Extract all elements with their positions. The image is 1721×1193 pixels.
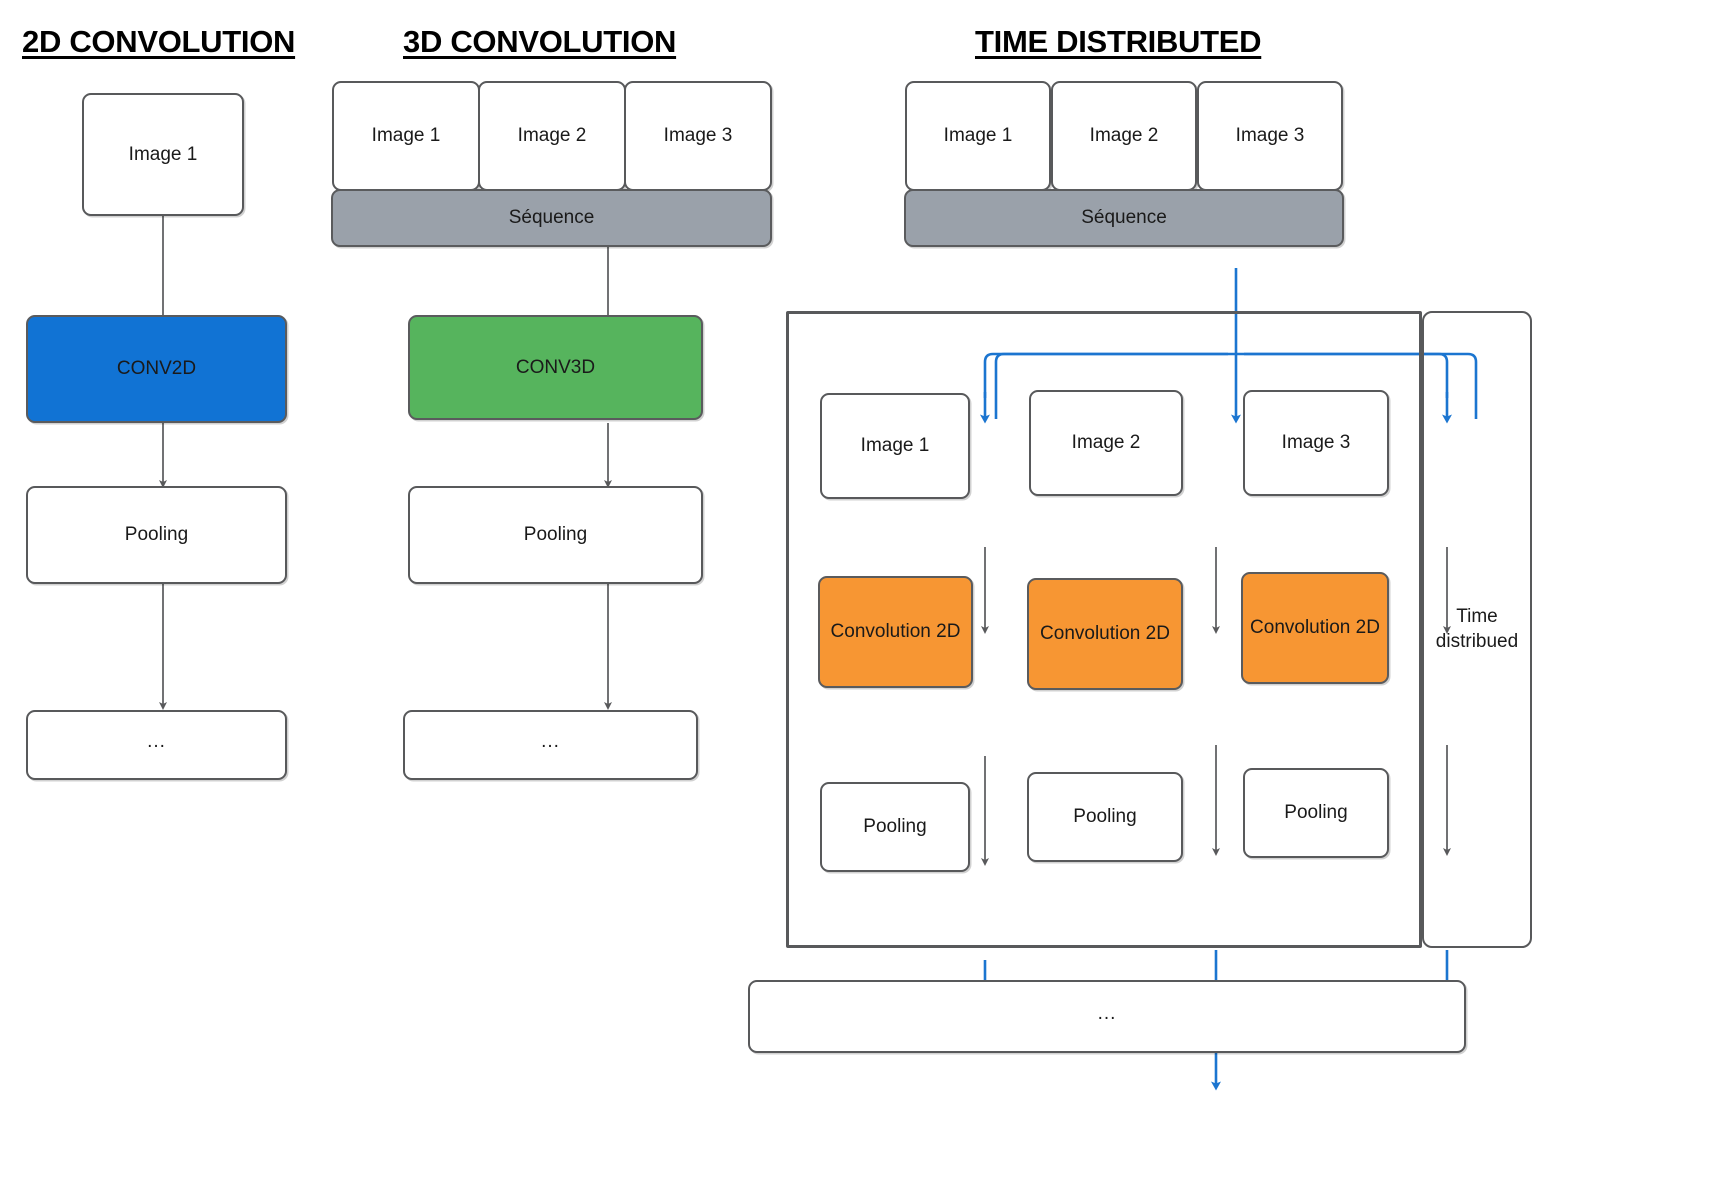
time-distributed-label: Time distribued — [1435, 605, 1519, 652]
node-branch1-convolution-2d[interactable]: Convolution 2D — [818, 576, 973, 688]
node-branch3-image[interactable]: Image 3 — [1243, 390, 1389, 496]
node-branch2-image[interactable]: Image 2 — [1029, 390, 1183, 496]
node-td-image-3[interactable]: Image 3 — [1197, 81, 1343, 191]
node-3d-sequence[interactable]: Séquence — [331, 189, 772, 247]
node-td-image-1[interactable]: Image 1 — [905, 81, 1051, 191]
section-title-3d-convolution: 3D CONVOLUTION — [403, 24, 677, 59]
node-branch2-pooling[interactable]: Pooling — [1027, 772, 1183, 862]
node-3d-image-3[interactable]: Image 3 — [624, 81, 772, 191]
node-conv3d[interactable]: CONV3D — [408, 315, 703, 420]
node-branch2-convolution-2d[interactable]: Convolution 2D — [1027, 578, 1183, 690]
node-branch3-pooling[interactable]: Pooling — [1243, 768, 1389, 858]
node-3d-ellipsis[interactable]: ... — [403, 710, 698, 780]
node-2d-pooling[interactable]: Pooling — [26, 486, 287, 584]
time-distributed-inner-panel — [786, 311, 1422, 948]
node-conv2d[interactable]: CONV2D — [26, 315, 287, 423]
time-distributed-label-box: Time distribued — [1422, 311, 1532, 948]
section-title-2d-convolution: 2D CONVOLUTION — [22, 24, 296, 59]
node-3d-image-2[interactable]: Image 2 — [478, 81, 626, 191]
node-td-sequence[interactable]: Séquence — [904, 189, 1344, 247]
node-3d-image-1[interactable]: Image 1 — [332, 81, 480, 191]
node-3d-pooling[interactable]: Pooling — [408, 486, 703, 584]
node-td-image-2[interactable]: Image 2 — [1051, 81, 1197, 191]
node-2d-image-1[interactable]: Image 1 — [82, 93, 244, 216]
node-td-ellipsis[interactable]: ... — [748, 980, 1466, 1053]
node-2d-ellipsis[interactable]: ... — [26, 710, 287, 780]
node-branch1-pooling[interactable]: Pooling — [820, 782, 970, 872]
node-branch1-image[interactable]: Image 1 — [820, 393, 970, 499]
node-branch3-convolution-2d[interactable]: Convolution 2D — [1241, 572, 1389, 684]
section-title-time-distributed: TIME DISTRIBUTED — [975, 24, 1262, 59]
